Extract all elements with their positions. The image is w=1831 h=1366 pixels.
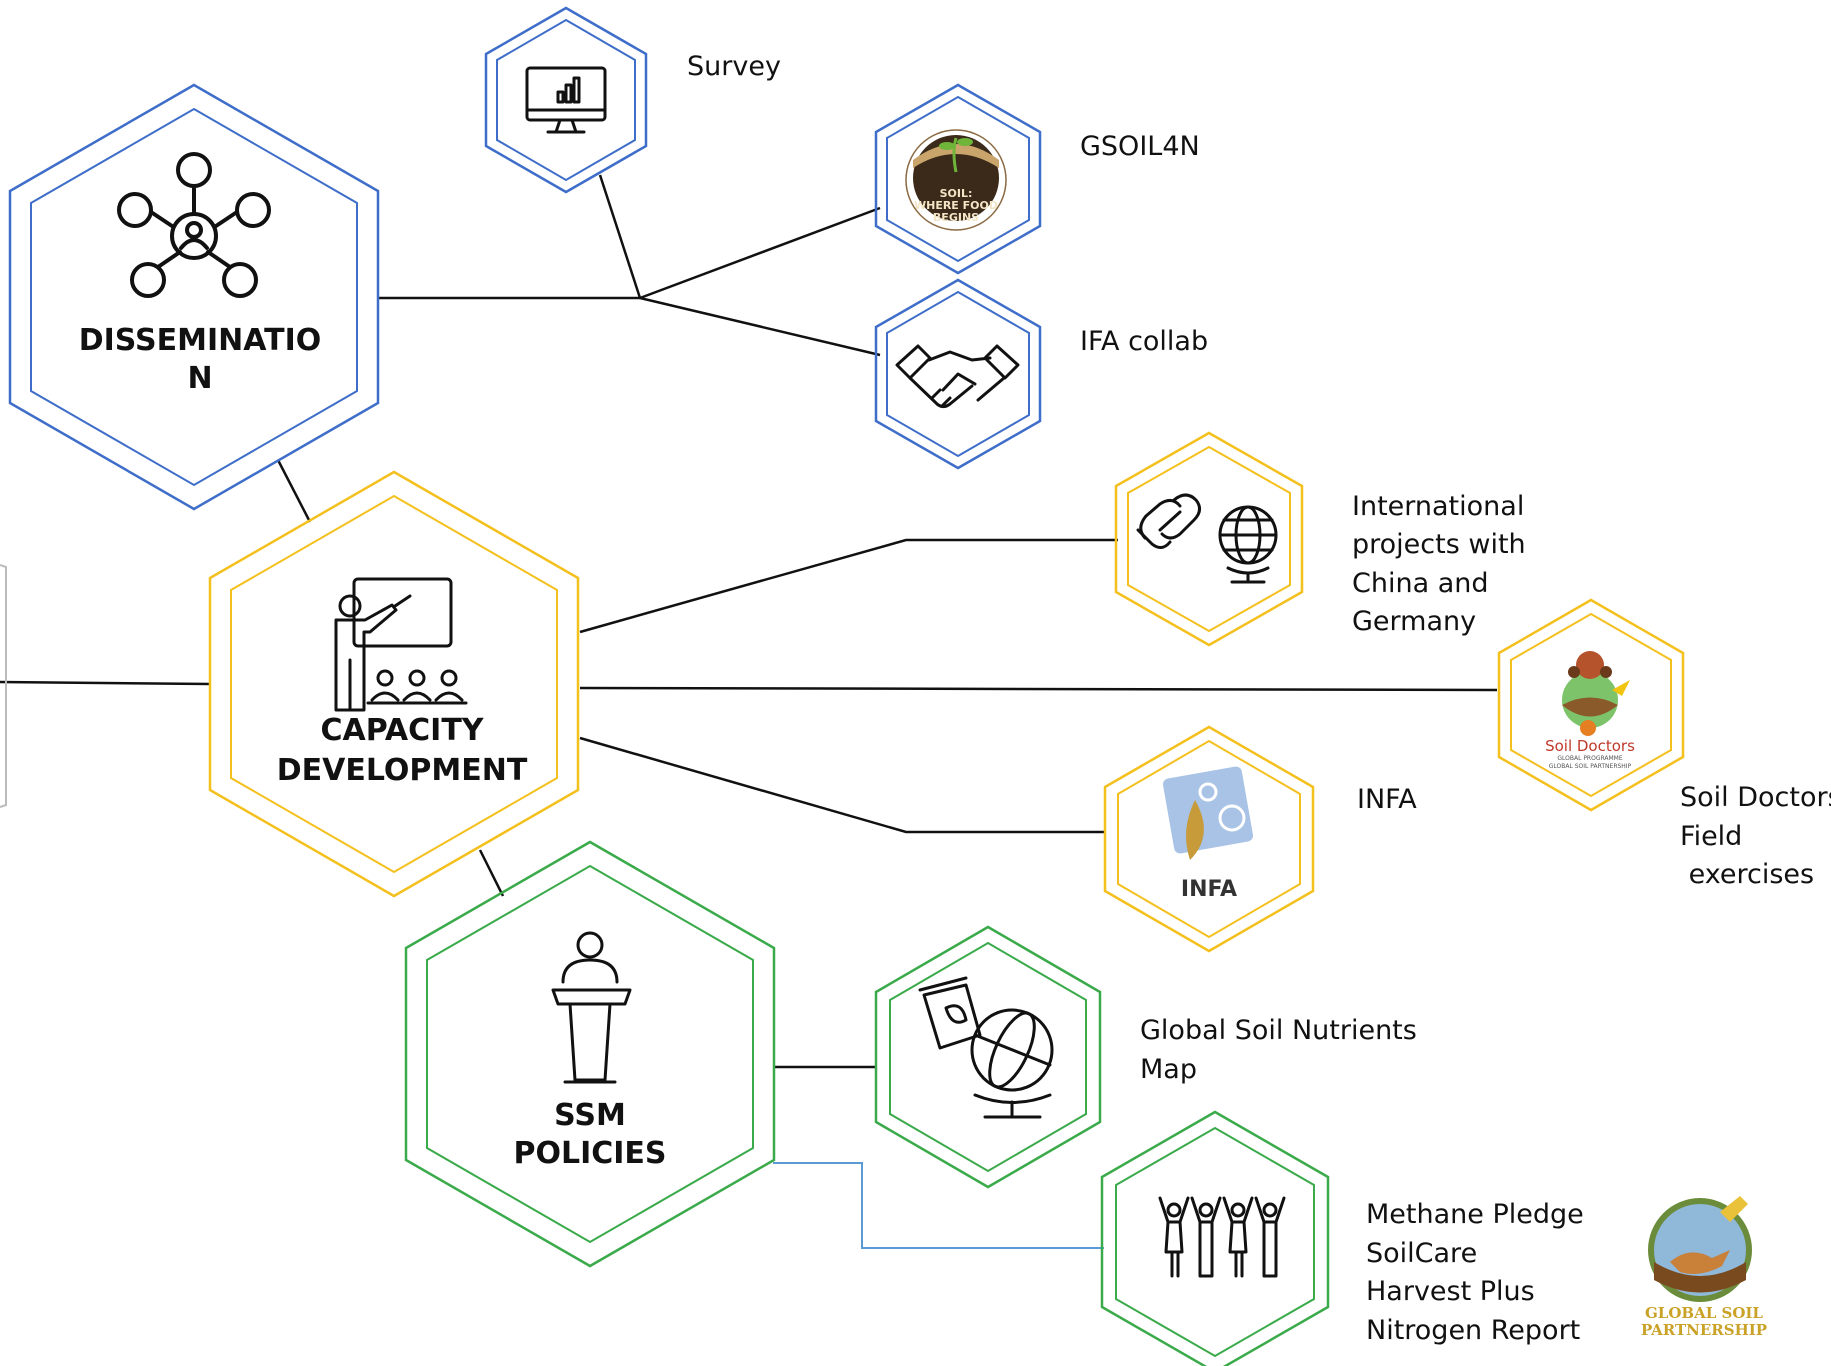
fertilizer-globe-icon <box>918 976 1054 1119</box>
connectors <box>0 174 1498 1069</box>
node-international-outer <box>1114 431 1304 647</box>
node-international-line3: China and <box>1352 568 1489 599</box>
node-soildoctors-inner <box>1510 612 1672 798</box>
hub-policies-title-line2: POLICIES <box>513 1136 666 1171</box>
node-international-inner <box>1127 445 1291 633</box>
connector-dissemination-capacity <box>276 459 312 523</box>
node-nutrients-outer <box>874 925 1102 1189</box>
people-celebrating-icon <box>1158 1196 1286 1278</box>
hub-dissemination-inner <box>30 107 358 487</box>
gsoil4n-logo-line3: BEGINS <box>933 211 979 224</box>
node-nutrients-line2: Map <box>1140 1054 1197 1085</box>
connector-junction-gsoil4n <box>639 206 881 300</box>
hub-capacity: CAPACITY DEVELOPMENT <box>208 470 580 898</box>
node-ifa: IFA collab <box>874 278 1208 470</box>
node-survey: Survey <box>484 6 781 194</box>
hub-policies: SSM POLICIES <box>404 840 776 1268</box>
handshake-icon <box>895 344 1020 409</box>
node-international-line2: projects with <box>1352 529 1526 560</box>
soil-doctors-logo-sub1: GLOBAL PROGRAMME <box>1557 755 1623 762</box>
gsoil4n-logo-line1: SOIL: <box>940 187 973 200</box>
node-methane-inner <box>1115 1126 1315 1358</box>
hub-policies-title-line1: SSM <box>554 1098 626 1133</box>
node-ifa-inner <box>886 290 1030 458</box>
infa-logo: INFA <box>1162 766 1254 902</box>
node-soil-doctors-line1: Soil Doctors <box>1680 782 1831 813</box>
connector-policies-methane <box>773 1162 1104 1249</box>
network-person-icon <box>117 152 271 298</box>
node-infa-label: INFA <box>1357 784 1417 815</box>
hub-capacity-inner <box>230 494 558 874</box>
connector-left-stub <box>0 680 211 686</box>
soil-doctors-logo-title: Soil Doctors <box>1545 737 1635 755</box>
hub-policies-inner <box>426 864 754 1244</box>
hub-capacity-title-line1: CAPACITY <box>320 713 484 748</box>
node-gsoil4n: SOIL: WHERE FOOD BEGINS GSOIL4N <box>874 83 1200 275</box>
infa-logo-text: INFA <box>1181 877 1237 902</box>
speaker-podium-icon <box>551 931 632 1084</box>
hub-capacity-title-line2: DEVELOPMENT <box>277 753 528 788</box>
node-infa-inner <box>1117 739 1301 939</box>
hub-dissemination-outer <box>8 83 380 511</box>
node-gsoil4n-outer <box>874 83 1042 275</box>
node-methane-line4: Nitrogen Report <box>1366 1315 1580 1346</box>
node-gsoil4n-label: GSOIL4N <box>1080 131 1200 162</box>
teacher-presentation-icon <box>334 577 468 712</box>
node-international-line4: Germany <box>1352 606 1476 637</box>
connector-capacity-soildoctors <box>579 686 1498 692</box>
node-survey-outer <box>484 6 648 194</box>
node-nutrients-inner <box>889 941 1087 1173</box>
node-gsoil4n-inner <box>886 95 1030 263</box>
node-methane-line1: Methane Pledge <box>1366 1199 1584 1230</box>
node-soil-doctors-line3: exercises <box>1680 859 1814 890</box>
node-soil-doctors-line2: Field <box>1680 821 1742 852</box>
node-methane-outer <box>1100 1110 1330 1366</box>
node-soil-doctors: Soil Doctors GLOBAL PROGRAMME GLOBAL SOI… <box>1497 598 1831 890</box>
gsp-logo-line2: PARTNERSHIP <box>1641 1321 1767 1339</box>
monitor-chart-icon <box>525 66 607 134</box>
soil-doctors-logo-sub2: GLOBAL SOIL PARTNERSHIP <box>1549 763 1632 770</box>
gsp-logo-line1: GLOBAL SOIL <box>1645 1304 1763 1322</box>
left-edge-frame <box>0 564 7 808</box>
connector-capacity-policies <box>478 849 505 897</box>
node-nutrients-line1: Global Soil Nutrients <box>1140 1015 1417 1046</box>
link-globe-icon <box>1136 493 1278 584</box>
hub-capacity-outer <box>208 470 580 898</box>
node-international: International projects with China and Ge… <box>1114 431 1526 647</box>
connector-capacity-international <box>579 538 1118 634</box>
hub-dissemination: DISSEMINATIO N <box>8 83 380 511</box>
hub-dissemination-title-line2: N <box>187 361 212 396</box>
hub-dissemination-title-line1: DISSEMINATIO <box>79 323 322 358</box>
connector-junction-survey <box>598 174 642 299</box>
node-soildoctors-outer <box>1497 598 1685 812</box>
hub-policies-outer <box>404 840 776 1268</box>
node-survey-inner <box>496 18 636 182</box>
node-nutrients-map: Global Soil Nutrients Map <box>874 925 1417 1189</box>
soil-doctors-logo: Soil Doctors GLOBAL PROGRAMME GLOBAL SOI… <box>1545 651 1635 770</box>
node-ifa-label: IFA collab <box>1080 326 1208 357</box>
gsoil4n-logo: SOIL: WHERE FOOD BEGINS <box>905 129 1007 231</box>
node-ifa-outer <box>874 278 1042 470</box>
node-international-line1: International <box>1352 491 1524 522</box>
node-infa-outer <box>1103 725 1315 953</box>
node-methane-line3: Harvest Plus <box>1366 1276 1535 1307</box>
gsoil4n-logo-line2: WHERE FOOD <box>914 199 998 212</box>
global-soil-partnership-logo: GLOBAL SOIL PARTNERSHIP <box>1641 1196 1767 1339</box>
connector-junction-ifa <box>639 296 881 357</box>
node-methane: Methane Pledge SoilCare Harvest Plus Nit… <box>1100 1110 1584 1366</box>
node-methane-line2: SoilCare <box>1366 1238 1477 1269</box>
node-survey-label: Survey <box>687 51 781 82</box>
node-infa: INFA INFA <box>1103 725 1417 953</box>
connector-capacity-infa <box>579 736 1106 834</box>
